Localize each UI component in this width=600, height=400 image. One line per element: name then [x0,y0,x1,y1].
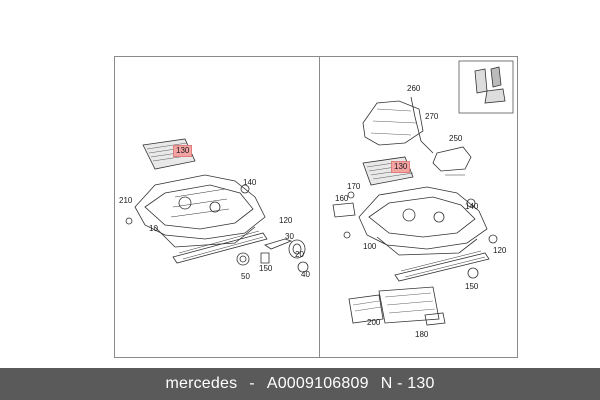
callout-10-left: 10 [149,224,158,233]
disc-20-left [288,239,306,259]
footer-dash: - [249,375,255,392]
module-180 [378,286,446,326]
backrest-shell-right [362,100,424,146]
knob-140-left [240,184,250,194]
module-200 [348,294,384,324]
position-number: N - 130 [380,375,435,392]
callout-50-left: 50 [241,272,250,281]
part-120-right [488,234,498,244]
callout-160: 160 [335,194,349,203]
part-170 [347,191,355,199]
callout-40-left: 40 [301,270,310,279]
cap-40-left [297,261,309,273]
cushion-250 [432,146,472,176]
part-100 [343,231,351,239]
callout-200: 200 [367,318,381,327]
callout-30-left: 30 [285,232,294,241]
lever-30-left [264,238,293,250]
callout-100: 100 [363,242,377,251]
footer-caption: mercedes-A0009106809 N - 130 [159,375,440,393]
knob-140-right [466,198,476,208]
callout-140-right: 140 [465,202,479,211]
brand-name: mercedes [165,375,238,392]
seat-icon-inset [458,60,514,114]
callout-120-left: 120 [279,216,293,225]
part-number: A0009106809 [266,375,369,392]
callout-180: 180 [415,330,429,339]
part-210-left [125,217,133,225]
callout-20-left: 20 [295,250,304,259]
callout-140-left: 140 [243,178,257,187]
callout-170: 170 [347,182,361,191]
cable-270 [410,96,434,154]
callout-150-left: 150 [259,264,273,273]
plug-150-left [260,252,270,264]
diagram-line-art [125,60,514,326]
callout-150-right: 150 [465,282,479,291]
part-160 [332,202,356,218]
callout-270: 270 [425,112,439,121]
seat-rail-right [394,250,490,282]
knob-50-left [236,252,250,266]
seat-rail-left [172,230,268,264]
panel-divider [319,57,320,357]
footer-bar: mercedes-A0009106809 N - 130 [0,368,600,400]
parts-diagram: 130 140 210 10 120 30 20 50 150 40 260 2… [114,56,518,358]
part-150-right [467,267,479,279]
seat-frame-right [358,186,488,256]
callout-250: 250 [449,134,463,143]
callout-120-right: 120 [493,246,507,255]
callout-130-right: 130 [391,161,411,173]
callout-210-left: 210 [119,196,133,205]
callout-260: 260 [407,84,421,93]
callout-130-left: 130 [173,145,193,157]
